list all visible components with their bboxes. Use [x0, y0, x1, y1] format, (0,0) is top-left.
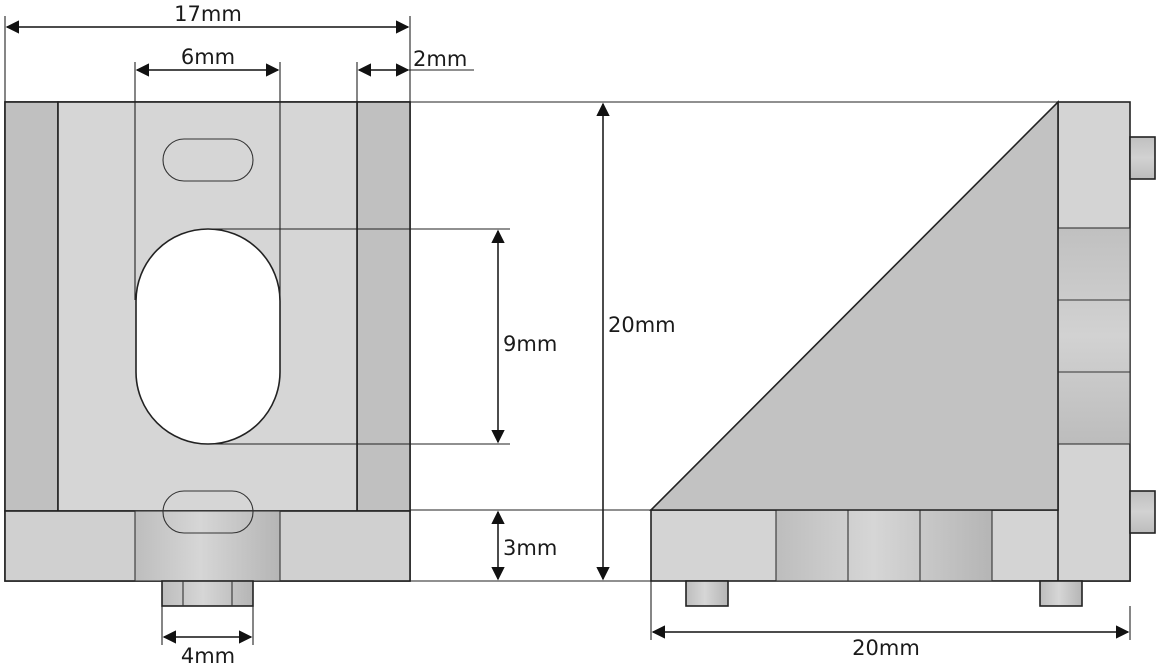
wall-pin-top	[1129, 136, 1156, 180]
label-6mm: 6mm	[181, 45, 235, 69]
dimension-labels: 17mm 6mm 2mm 9mm 20mm 3mm 4mm 20mm	[174, 2, 920, 668]
gusset	[649, 100, 1059, 511]
bottom-slot	[162, 490, 254, 534]
top-slot	[162, 138, 254, 182]
label-2mm: 2mm	[413, 47, 467, 71]
label-20mm-horizontal: 20mm	[852, 636, 920, 660]
front-view	[4, 101, 411, 607]
side-wall-nut	[1057, 227, 1131, 445]
label-9mm: 9mm	[503, 332, 557, 356]
side-view	[649, 100, 1156, 607]
wall-pin-bottom	[1129, 490, 1156, 534]
base-pin-left	[685, 580, 729, 607]
label-20mm-vertical: 20mm	[608, 313, 676, 337]
right-wall	[356, 101, 411, 512]
label-3mm: 3mm	[503, 536, 557, 560]
dimension-lines	[4, 16, 1131, 645]
left-wall	[4, 101, 59, 512]
bottom-stub	[161, 580, 254, 607]
label-4mm: 4mm	[181, 644, 235, 668]
mounting-hole	[135, 228, 281, 445]
side-base-nut	[775, 509, 993, 582]
t-nut-body	[134, 510, 281, 582]
base-pin-right	[1039, 580, 1083, 607]
label-17mm: 17mm	[174, 2, 242, 26]
